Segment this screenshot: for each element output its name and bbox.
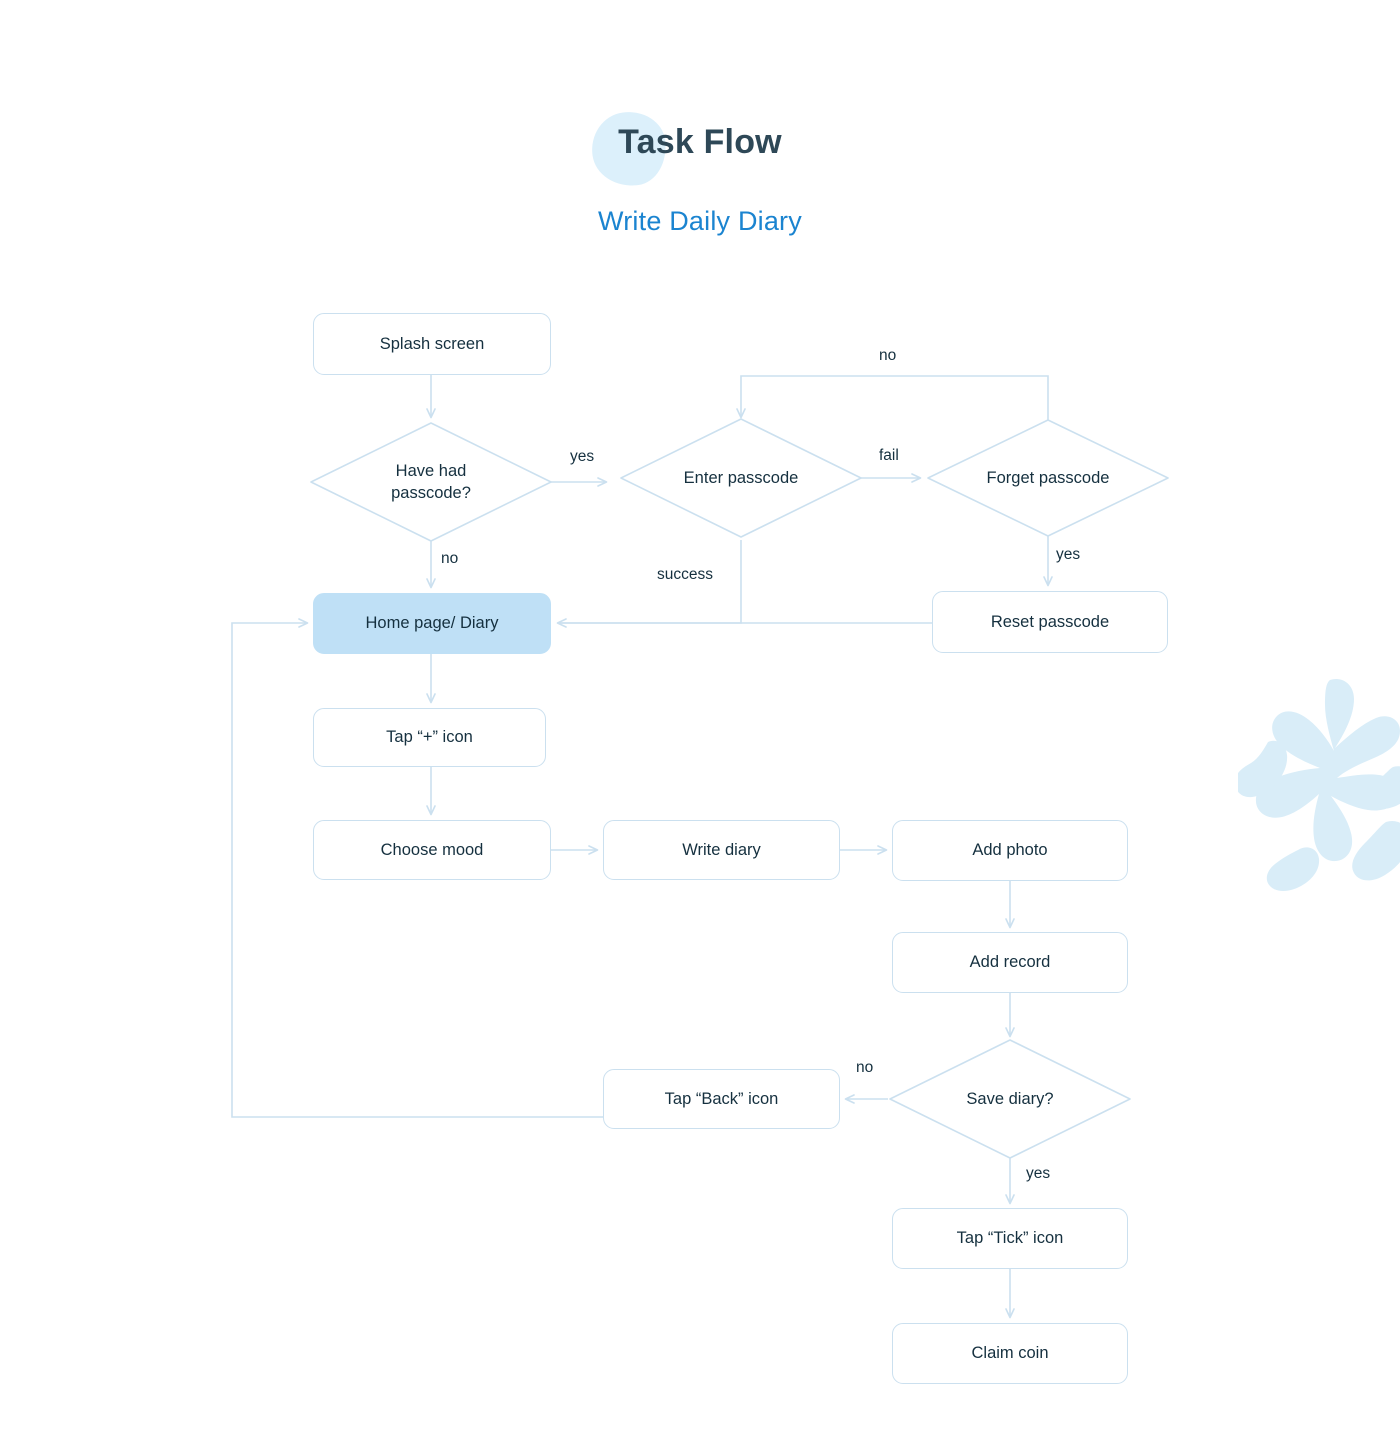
node-label-write-diary: Write diary: [682, 840, 761, 859]
node-label-save-diary: Save diary?: [966, 1089, 1054, 1108]
edge-label-forget-passcode-yes: yes: [1056, 546, 1081, 563]
node-claim-coin[interactable]: Claim coin: [892, 1323, 1128, 1384]
node-label-home-page-diary: Home page/ Diary: [365, 614, 499, 633]
node-label-tap-tick-icon: Tap “Tick” icon: [956, 1229, 1064, 1248]
node-enter-passcode: Enter passcode: [641, 460, 841, 496]
page-subtitle: Write Daily Diary: [598, 206, 802, 236]
node-label-enter-passcode: Enter passcode: [683, 468, 799, 487]
node-tap-back-icon[interactable]: Tap “Back” icon: [603, 1069, 840, 1129]
node-label-add-photo: Add photo: [972, 841, 1048, 860]
edge-label-forget-passcode-no: no: [879, 347, 897, 364]
edge-label-enter-passcode-success: success: [657, 566, 713, 583]
node-write-diary[interactable]: Write diary: [603, 820, 840, 880]
diamond-have-had-passcode[interactable]: [310, 422, 552, 542]
edge-forgetpasscode-no-to-enterpasscode: [736, 375, 1049, 420]
node-reset-passcode[interactable]: Reset passcode: [932, 591, 1168, 653]
node-label-tap-back-icon: Tap “Back” icon: [664, 1089, 779, 1108]
diamond-save-diary[interactable]: [889, 1039, 1131, 1159]
node-home-page-diary[interactable]: Home page/ Diary: [313, 593, 551, 654]
edge-label-save-diary-yes: yes: [1026, 1165, 1051, 1182]
node-forget-passcode: Forget passcode: [948, 460, 1148, 496]
node-have-had-passcode: Have had passcode?: [331, 446, 531, 518]
node-save-diary: Save diary?: [910, 1081, 1110, 1117]
node-splash-screen[interactable]: Splash screen: [313, 313, 551, 375]
node-label-tap-plus-icon: Tap “+” icon: [386, 728, 473, 747]
edge-label-save-diary-no: no: [856, 1059, 874, 1076]
node-label-add-record: Add record: [969, 953, 1051, 972]
diamond-enter-passcode[interactable]: [620, 418, 862, 538]
node-add-photo[interactable]: Add photo: [892, 820, 1128, 881]
node-add-record[interactable]: Add record: [892, 932, 1128, 993]
edge-enterpasscode-success-to-homepage: [556, 540, 742, 628]
page-header: Task Flow Write Daily Diary: [0, 0, 1400, 270]
node-label-have-had-passcode-line1: Have had: [395, 461, 467, 480]
node-label-choose-mood: Choose mood: [380, 840, 484, 859]
edge-label-have-had-passcode-no: no: [441, 550, 459, 567]
page-title: Task Flow: [618, 123, 782, 161]
node-label-have-had-passcode-line2: passcode?: [391, 484, 471, 502]
node-tap-plus-icon[interactable]: Tap “+” icon: [313, 708, 546, 767]
node-choose-mood[interactable]: Choose mood: [313, 820, 551, 880]
node-label-claim-coin: Claim coin: [971, 1344, 1049, 1363]
edge-tapback-to-homepage: [231, 618, 603, 1118]
node-tap-tick-icon[interactable]: Tap “Tick” icon: [892, 1208, 1128, 1269]
node-label-reset-passcode: Reset passcode: [990, 612, 1110, 631]
edge-label-enter-passcode-fail: fail: [879, 447, 899, 464]
diamond-forget-passcode[interactable]: [927, 419, 1169, 537]
node-label-splash-screen: Splash screen: [379, 334, 485, 353]
node-label-forget-passcode: Forget passcode: [986, 468, 1110, 487]
edge-label-have-had-passcode-yes: yes: [570, 448, 595, 465]
